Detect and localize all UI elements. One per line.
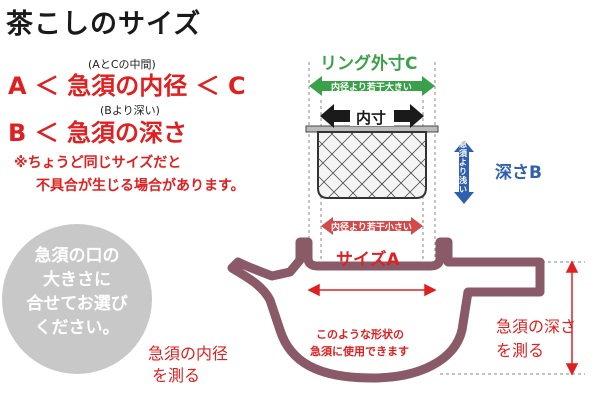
circle-note-line: ください。 [34, 318, 120, 338]
note-circle [2, 224, 152, 374]
pot-inner-arrow [307, 283, 437, 297]
depth-arrow-text: 急須より浅い [459, 140, 467, 194]
pot-note-2: 急須に使用できます [310, 345, 409, 358]
condition-b-text: B ＜ 急須の深さ [8, 119, 188, 147]
condition-a-text: A ＜ 急須の内径 ＜ C [8, 72, 246, 100]
inner-size-arrow [320, 104, 424, 128]
ring-arrow-text: 内径より若干大きい [331, 83, 412, 93]
pot-depth-label-2: を測る [496, 341, 545, 360]
circle-note-line: 合せてお選び [26, 294, 128, 314]
warning-line-2: 不具合が生じる場合があります。 [36, 178, 245, 194]
depth-b-arrow [454, 140, 474, 204]
condition-a-note: (AとCの中間) [88, 58, 156, 71]
pot-inner-label-2: を測る [152, 366, 201, 385]
ring-size-arrow [309, 76, 435, 96]
inner-size-label: 内寸 [356, 109, 387, 127]
strainer-basket [317, 131, 427, 199]
circle-note-line: 大きさに [43, 270, 111, 290]
warning-line-1: ※ちょうど同じサイズだと [14, 155, 182, 171]
pot-inner-label-1: 急須の内径 [148, 344, 229, 363]
size-arrow-text: 内径より若干小さい [331, 223, 412, 233]
circle-note-line: 急須の口の [34, 246, 120, 266]
teapot-shape [227, 237, 545, 383]
condition-b-note: (Bより深い) [100, 104, 160, 117]
circle-note: 急須の口の 大きさに 合せてお選び ください。 [2, 244, 152, 340]
pot-depth-arrow [565, 260, 579, 376]
pot-depth-label-1: 急須の深さ [496, 317, 577, 336]
depth-b-label: 深さB [495, 163, 542, 183]
page-title: 茶こしのサイズ [6, 9, 202, 40]
size-a-label: サイズA [336, 250, 400, 270]
ring-size-label: リング外寸C [320, 54, 418, 74]
size-a-arrow [321, 217, 423, 235]
pot-note-1: このような形状の [316, 328, 404, 341]
